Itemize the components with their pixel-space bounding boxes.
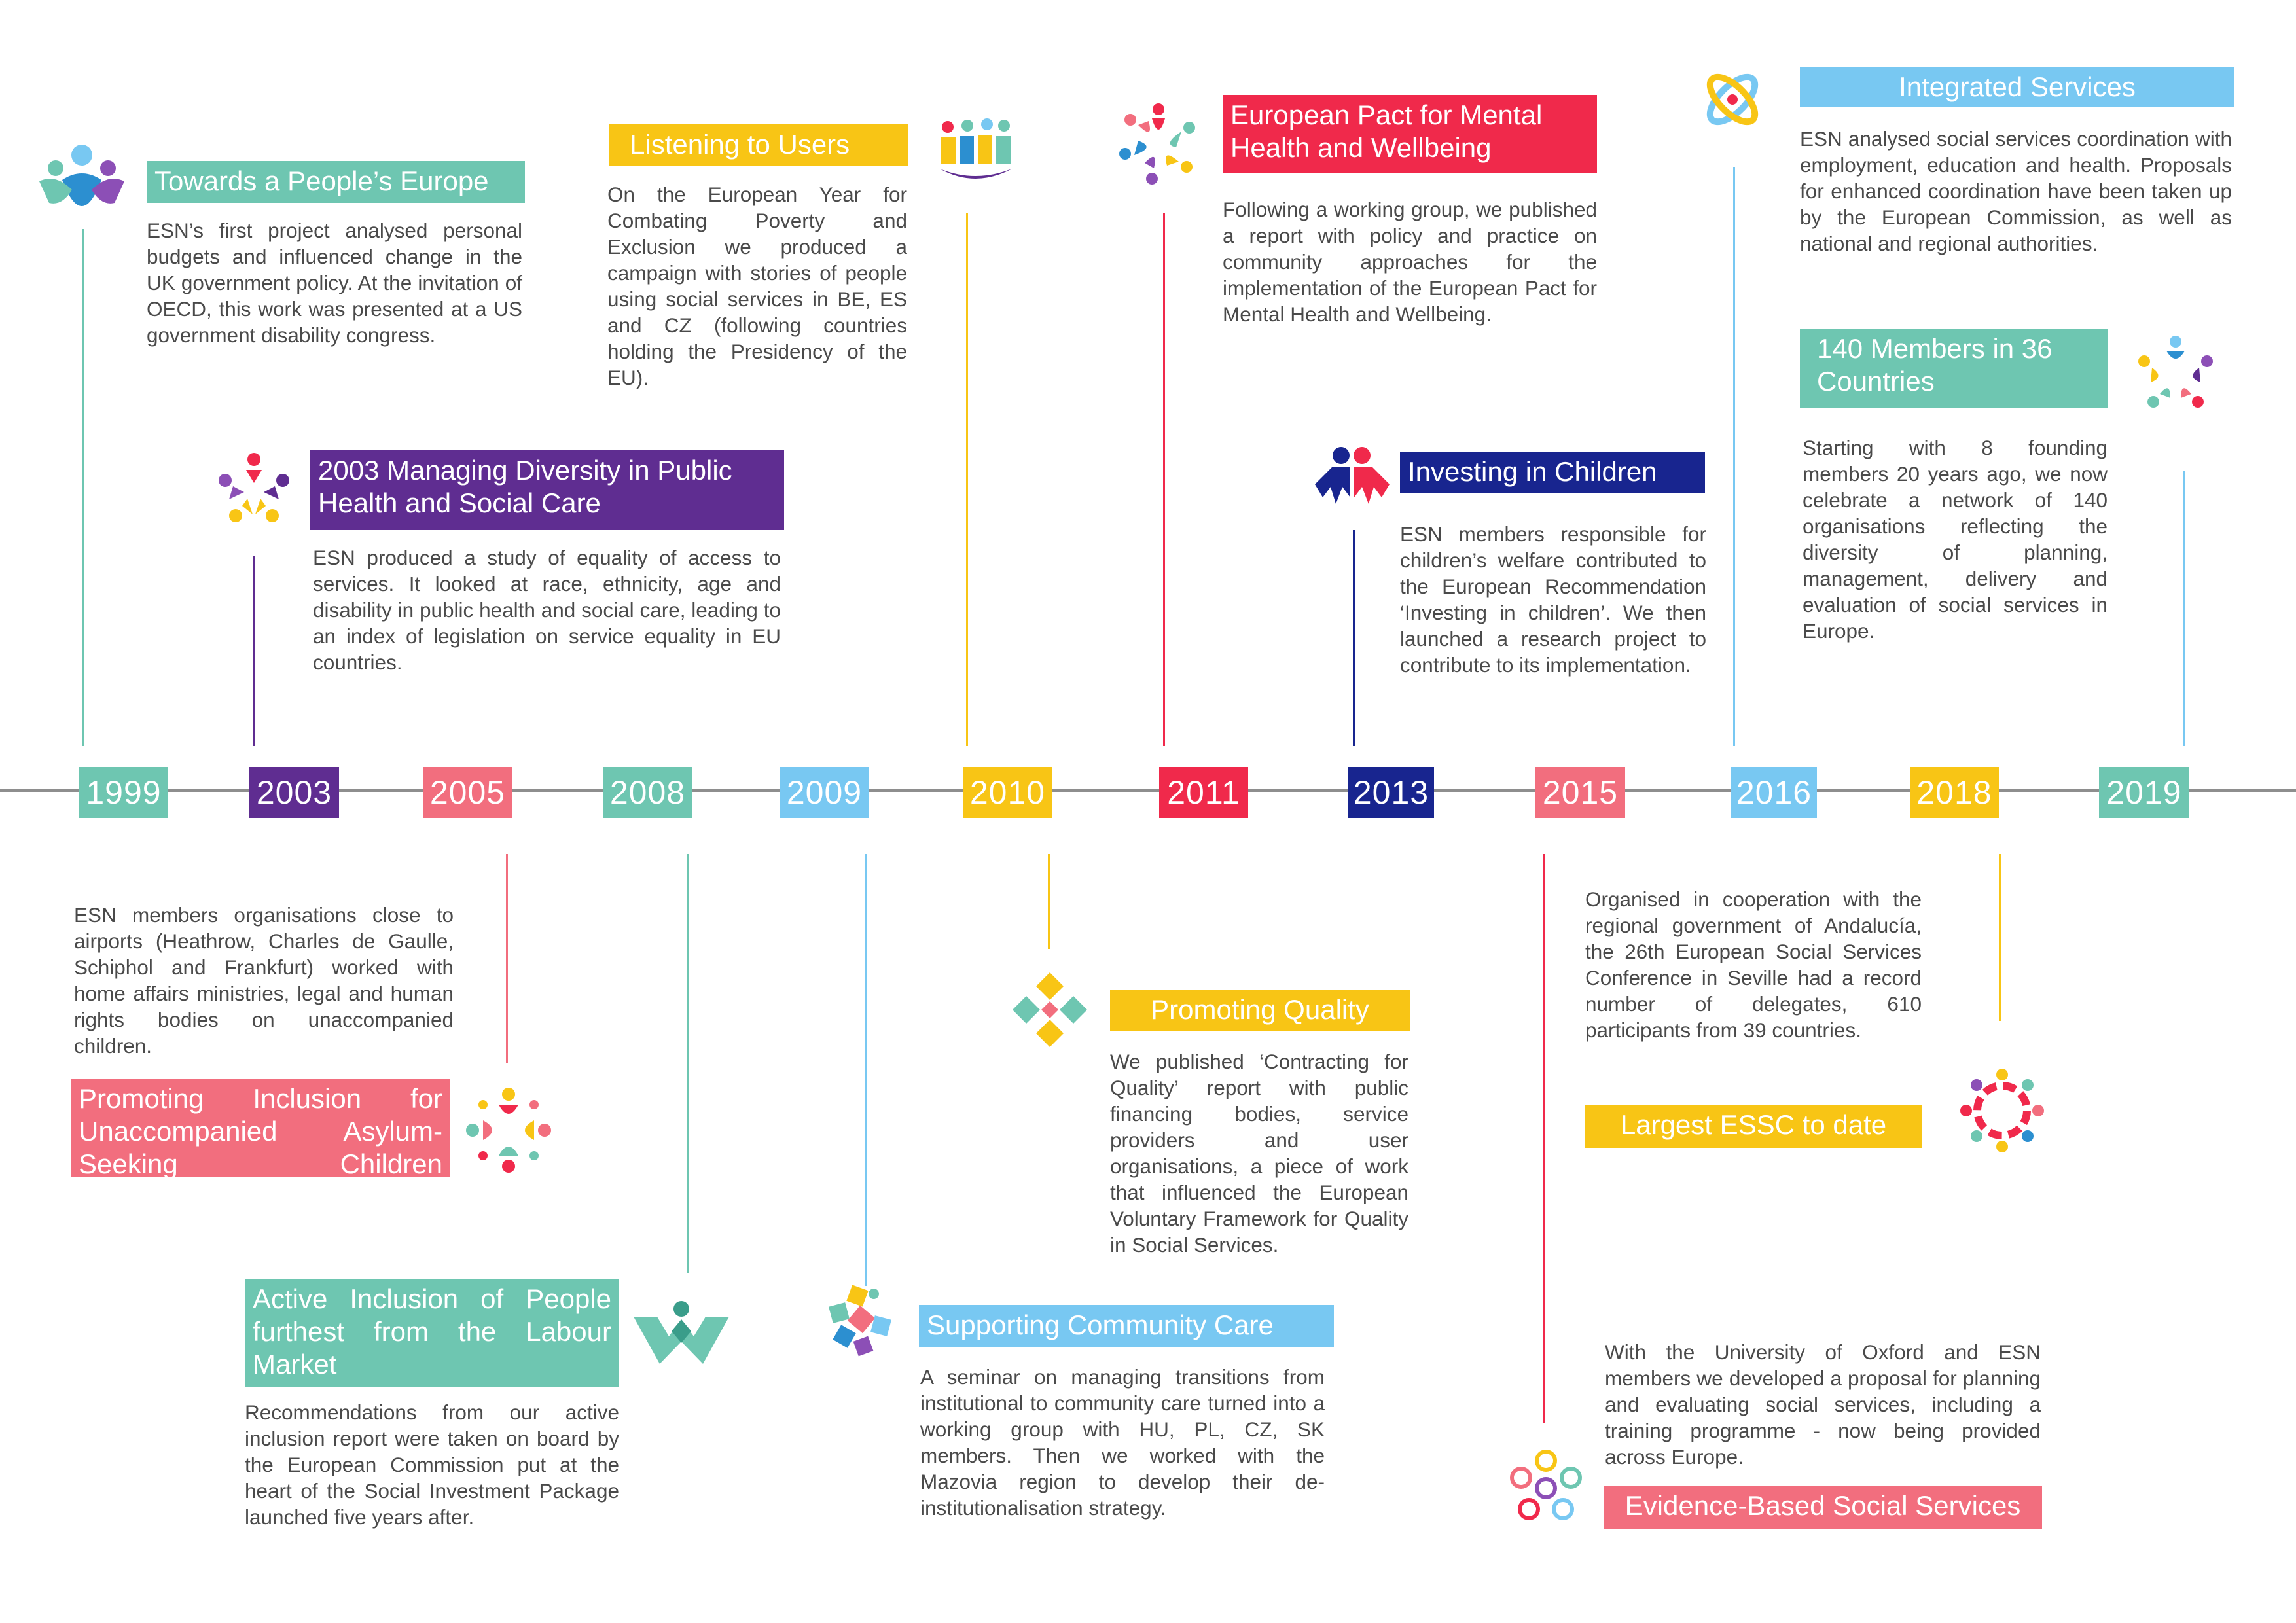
- connector-2016: [1733, 167, 1735, 746]
- children-pair-icon: [1315, 447, 1390, 504]
- people-group-icon: [39, 145, 124, 206]
- diversity-star-icon: [219, 453, 289, 522]
- connector-2009b: [865, 854, 867, 1286]
- community-blocks-icon: [829, 1285, 891, 1357]
- m2008-title: Active Inclusion of People furthest from…: [245, 1279, 619, 1387]
- m2009a-title: Listening to Users: [609, 124, 908, 166]
- conference-ring-icon: [1960, 1069, 2044, 1152]
- year-1999: 1999: [79, 767, 168, 818]
- m1999-body: ESN’s first project analysed personal bu…: [147, 219, 522, 347]
- year-2016: 2016: [1731, 767, 1817, 818]
- year-2019: 2019: [2099, 767, 2189, 818]
- m2010-body: We published ‘Contracting for Quality’ r…: [1110, 1050, 1408, 1257]
- pinwheel-people-icon: [1119, 103, 1195, 185]
- m2015b-body: With the University of Oxford and ESN me…: [1605, 1340, 2041, 1469]
- users-bars-icon: [940, 118, 1012, 179]
- connector-2015a: [1999, 854, 2001, 1021]
- year-2005: 2005: [423, 767, 512, 818]
- quality-diamond-icon: [1013, 972, 1087, 1047]
- m2018-body: Starting with 8 founding members 20 year…: [1803, 436, 2108, 643]
- connector-2011: [1163, 213, 1165, 746]
- m2015a-title: Largest ESSC to date: [1585, 1105, 1922, 1148]
- m2010-title: Promoting Quality: [1110, 990, 1410, 1031]
- m2003-body: ESN produced a study of equality of acce…: [313, 546, 781, 674]
- m2011-title: European Pact for Mental Health and Well…: [1223, 95, 1597, 173]
- year-2013: 2013: [1348, 767, 1434, 818]
- m2011-body: Following a working group, we published …: [1223, 198, 1597, 326]
- connector-1999: [82, 229, 84, 746]
- m2013-body: ESN members responsible for children’s w…: [1400, 522, 1706, 677]
- m2008-body: Recommendations from our active inclusio…: [245, 1400, 619, 1529]
- connector-2005: [506, 854, 508, 1063]
- connector-2008: [687, 854, 689, 1273]
- m2003-title: 2003 Managing Diversity in Public Health…: [310, 450, 784, 530]
- m2016-body: ESN analysed social services coordinatio…: [1800, 127, 2232, 255]
- integrated-rings-icon: [1706, 73, 1759, 126]
- m2005-title: Promoting Inclusion for Unaccompanied As…: [71, 1079, 450, 1179]
- m2005-body: ESN members organisations close to airpo…: [74, 903, 454, 1058]
- connector-2013: [1353, 530, 1355, 746]
- m2009a-body: On the European Year for Combating Pover…: [607, 183, 907, 389]
- year-2009: 2009: [780, 767, 869, 818]
- evidence-cloud-icon: [1510, 1450, 1582, 1520]
- children-circle-icon: [466, 1088, 551, 1173]
- m2015a-body: Organised in cooperation with the region…: [1585, 887, 1922, 1042]
- timeline-axis: [0, 789, 2296, 792]
- m1999-title: Towards a People’s Europe: [147, 161, 525, 203]
- year-2018: 2018: [1910, 767, 1999, 818]
- year-2011: 2011: [1159, 767, 1248, 818]
- connector-2003: [253, 556, 255, 746]
- m2016-title: Integrated Services: [1800, 67, 2234, 107]
- m2013-title: Investing in Children: [1400, 452, 1705, 493]
- year-2015: 2015: [1535, 767, 1625, 818]
- m2018-title: 140 Members in 36 Countries: [1800, 329, 2108, 408]
- connector-2010: [1048, 854, 1050, 949]
- m2015b-title: Evidence-Based Social Services: [1604, 1486, 2042, 1529]
- m2009b-title: Supporting Community Care: [919, 1305, 1334, 1347]
- wave-people-icon: [634, 1301, 729, 1364]
- year-2008: 2008: [603, 767, 692, 818]
- year-2010: 2010: [963, 767, 1052, 818]
- year-2003: 2003: [249, 767, 339, 818]
- connector-2015b: [1543, 854, 1545, 1423]
- connector-2018: [2183, 471, 2185, 746]
- members-cluster-icon: [2138, 336, 2213, 408]
- connector-2009a: [966, 213, 968, 746]
- m2009b-body: A seminar on managing transitions from i…: [920, 1365, 1325, 1520]
